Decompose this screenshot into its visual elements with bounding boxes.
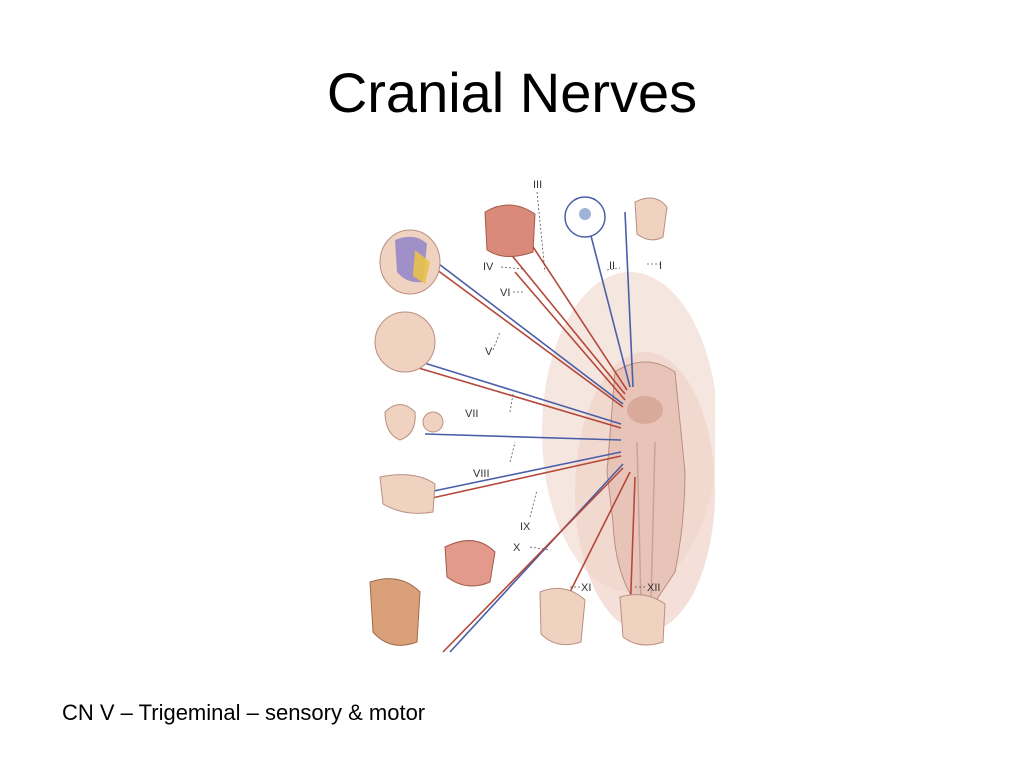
facial-head-shape [374, 311, 436, 373]
nerve-label-iii: III [533, 179, 542, 191]
nose-shape [634, 197, 668, 241]
gut-shape [369, 578, 421, 646]
tongue-face-shape [619, 594, 666, 646]
eye-muscles-shape [484, 204, 536, 257]
nerve-label-xi: XI [581, 582, 591, 594]
slide-title: Cranial Nerves [326, 61, 698, 124]
ear-shape [384, 404, 416, 441]
nerve-fibers [404, 211, 636, 653]
nerve-label-xii: XII [647, 582, 660, 594]
nerve-label-vi: VI [500, 287, 510, 299]
heart-lungs-shape [444, 540, 496, 587]
nerve-label-x: X [513, 542, 521, 554]
pons-shape [627, 396, 663, 424]
brainstem-shape [606, 361, 686, 603]
nerve-label-viii: VIII [473, 468, 490, 480]
nerve-label-iv: IV [483, 261, 494, 273]
cranial-nerves-svg: I II III IV V VI VII VIII IX X XI XII [369, 179, 715, 653]
pharynx-face-shape [379, 474, 436, 514]
slide-caption: CN V – Trigeminal – sensory & motor [62, 700, 426, 725]
nerve-label-vii: VII [465, 408, 478, 420]
nerve-label-v: V [485, 346, 493, 358]
nerve-label-ii: II [609, 260, 615, 272]
nerve-label-i: I [659, 260, 662, 272]
nerve-label-ix: IX [520, 521, 531, 533]
cranial-nerves-illustration: I II III IV V VI VII VIII IX X XI XII [345, 172, 715, 667]
neck-shape [539, 587, 586, 646]
